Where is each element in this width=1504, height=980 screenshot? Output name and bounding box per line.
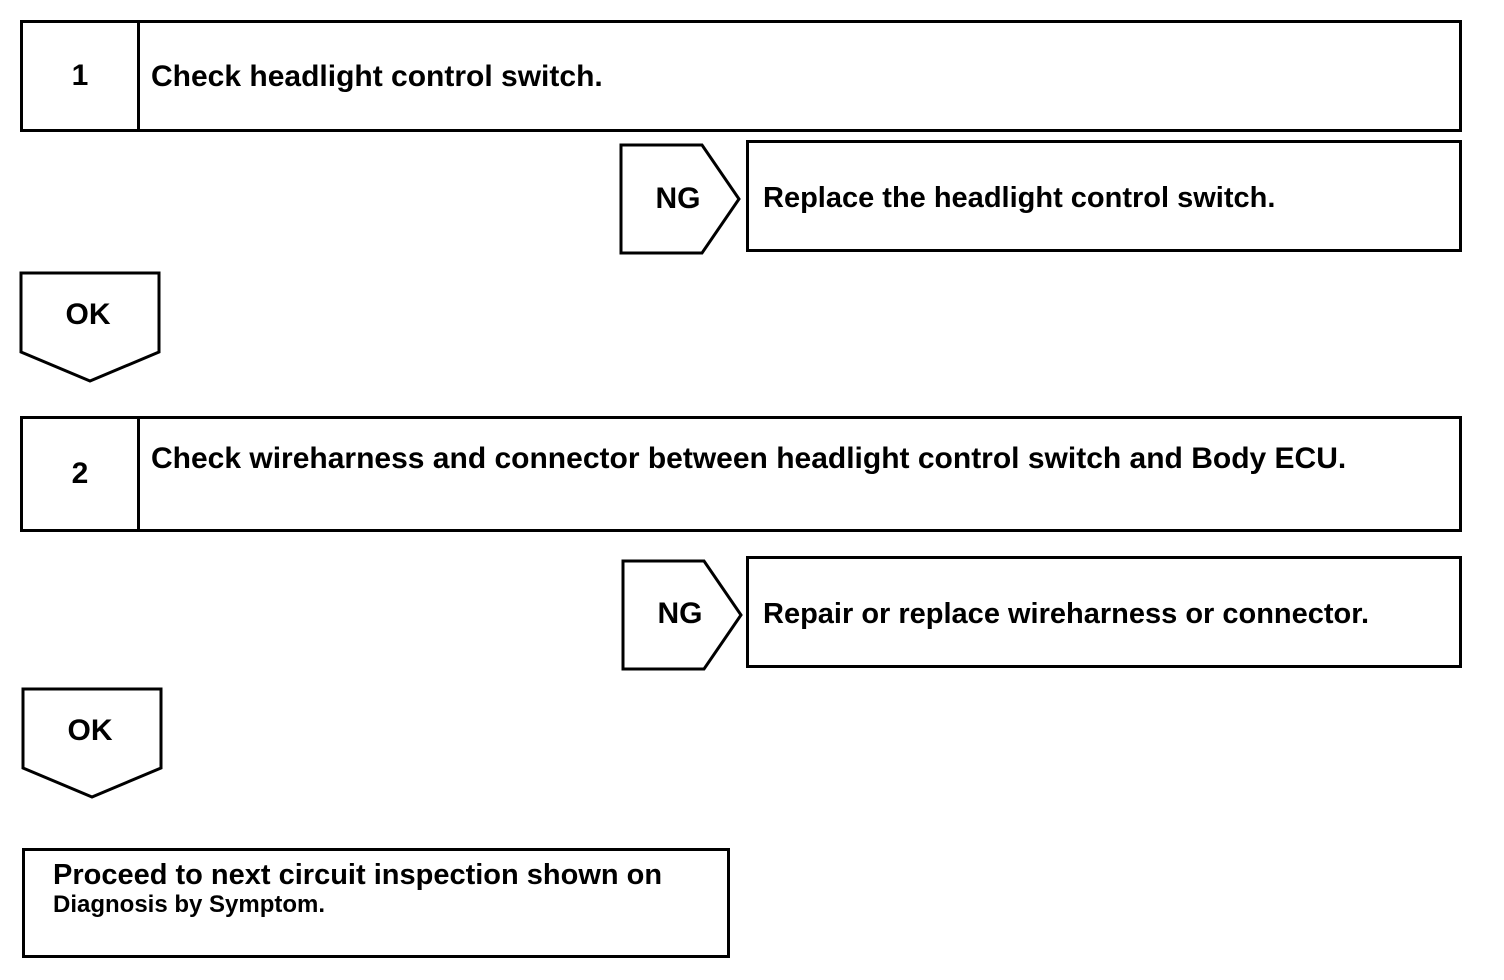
step-2-ng-arrow [621,559,743,671]
step-1-ok-arrow [19,271,161,383]
step-2-text: Check wireharness and connector between … [151,442,1347,475]
step-2-ok-label: OK [67,714,113,747]
step-1-number: 1 [23,23,140,129]
step-1-ng-action-box: Replace the headlight control switch. [746,140,1462,252]
step-2-box: 2 Check wireharness and connector betwee… [20,416,1462,532]
step-1-box: 1 Check headlight control switch. [20,20,1462,132]
step-1-ng-action: Replace the headlight control switch. [763,182,1276,214]
final-box: Proceed to next circuit inspection shown… [22,848,730,958]
step-1-text: Check headlight control switch. [151,60,603,93]
step-2-ng-label: NG [657,597,703,630]
step-2-ng-action-box: Repair or replace wireharness or connect… [746,556,1462,668]
step-1-ng-label: NG [655,182,701,215]
step-2-ng-action: Repair or replace wireharness or connect… [763,598,1370,630]
step-1-ok-label: OK [65,298,111,331]
step-2-ok-arrow [21,687,163,799]
step-1-ng-arrow [619,143,741,255]
final-reference: Diagnosis by Symptom. [53,891,326,918]
final-instruction: Proceed to next circuit inspection shown… [53,859,663,891]
step-2-number: 2 [23,419,140,529]
